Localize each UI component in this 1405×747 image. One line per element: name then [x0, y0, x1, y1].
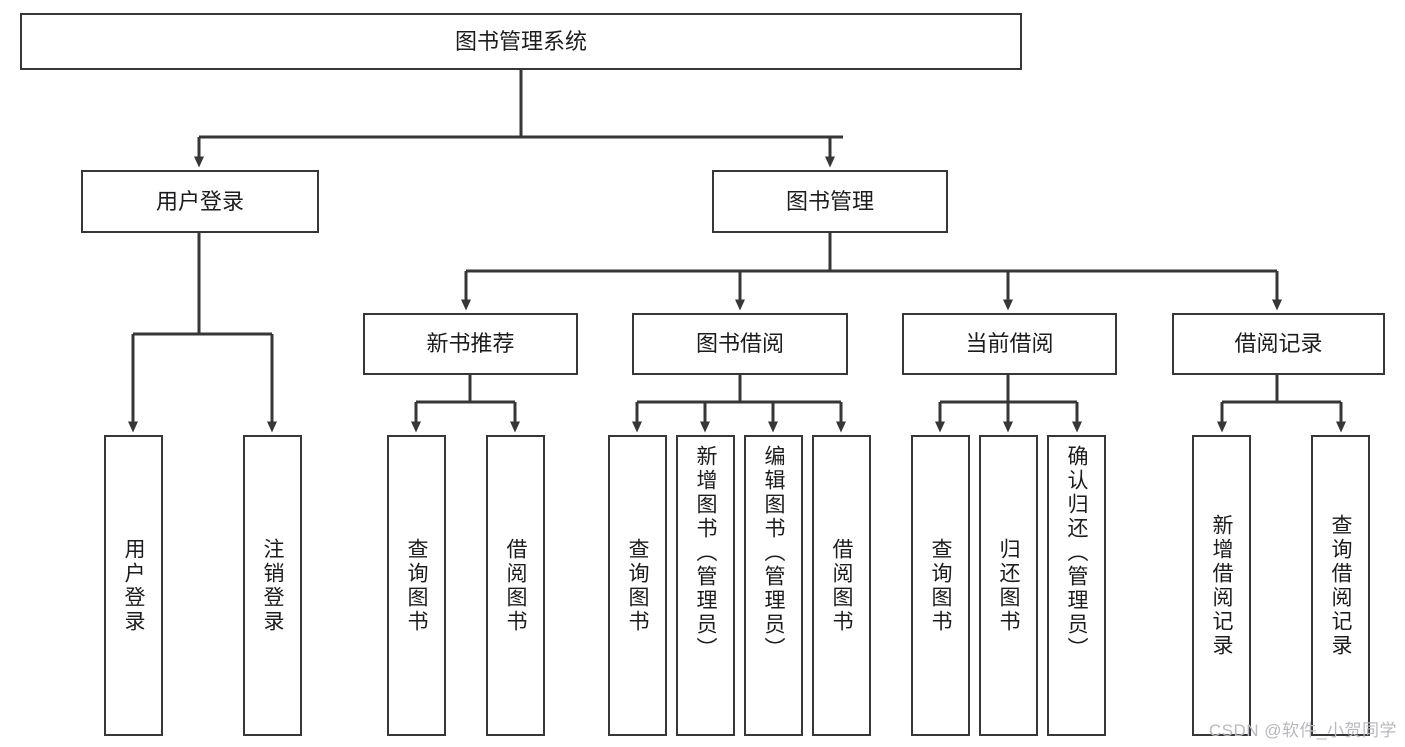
leaf-new-book-query-book[interactable]: 查询图书 [387, 435, 446, 736]
node-label: 用户登录 [155, 188, 244, 214]
node-label: 注销登录 [261, 537, 284, 634]
node-label: 编辑图书（管理员） [762, 445, 785, 661]
node-label: 新书推荐 [426, 331, 515, 357]
node-label: 图书管理 [785, 188, 874, 214]
node-label: 查询图书 [929, 537, 952, 634]
leaf-new-book-borrow-book[interactable]: 借阅图书 [486, 435, 545, 736]
node-label: 图书借阅 [695, 331, 784, 357]
leaf-current-confirm-return-admin[interactable]: 确认归还（管理员） [1047, 435, 1106, 736]
leaf-records-add-record[interactable]: 新增借阅记录 [1192, 435, 1251, 736]
node-label: 查询借阅记录 [1329, 513, 1352, 658]
leaf-borrow-edit-book-admin[interactable]: 编辑图书（管理员） [744, 435, 803, 736]
leaf-records-query-record[interactable]: 查询借阅记录 [1311, 435, 1370, 736]
leaf-borrow-add-book-admin[interactable]: 新增图书（管理员） [676, 435, 735, 736]
node-root-system[interactable]: 图书管理系统 [20, 13, 1022, 70]
leaf-user-login-logout[interactable]: 注销登录 [243, 435, 302, 736]
watermark-text: CSDN @软件_小贺同学 [1208, 721, 1397, 740]
node-label: 借阅记录 [1234, 331, 1323, 357]
node-label: 确认归还（管理员） [1065, 445, 1088, 661]
node-label: 借阅图书 [504, 537, 527, 634]
leaf-current-return-book[interactable]: 归还图书 [979, 435, 1038, 736]
leaf-current-query-book[interactable]: 查询图书 [911, 435, 970, 736]
node-borrow-records[interactable]: 借阅记录 [1172, 313, 1385, 375]
node-label: 图书管理系统 [454, 28, 587, 54]
node-label: 新增借阅记录 [1210, 513, 1233, 658]
leaf-borrow-borrow-book[interactable]: 借阅图书 [812, 435, 871, 736]
node-label: 查询图书 [405, 537, 428, 634]
node-label: 查询图书 [626, 537, 649, 634]
node-label: 借阅图书 [830, 537, 853, 634]
leaf-user-login-login[interactable]: 用户登录 [104, 435, 163, 736]
node-new-book-recommend[interactable]: 新书推荐 [363, 313, 578, 375]
node-label: 新增图书（管理员） [694, 445, 717, 661]
node-user-login[interactable]: 用户登录 [81, 170, 319, 233]
node-current-borrow[interactable]: 当前借阅 [902, 313, 1117, 375]
node-book-borrow[interactable]: 图书借阅 [632, 313, 848, 375]
node-label: 当前借阅 [965, 331, 1054, 357]
node-label: 用户登录 [122, 537, 145, 634]
node-label: 归还图书 [997, 537, 1020, 634]
node-book-management[interactable]: 图书管理 [712, 170, 948, 233]
leaf-borrow-query-book[interactable]: 查询图书 [608, 435, 667, 736]
